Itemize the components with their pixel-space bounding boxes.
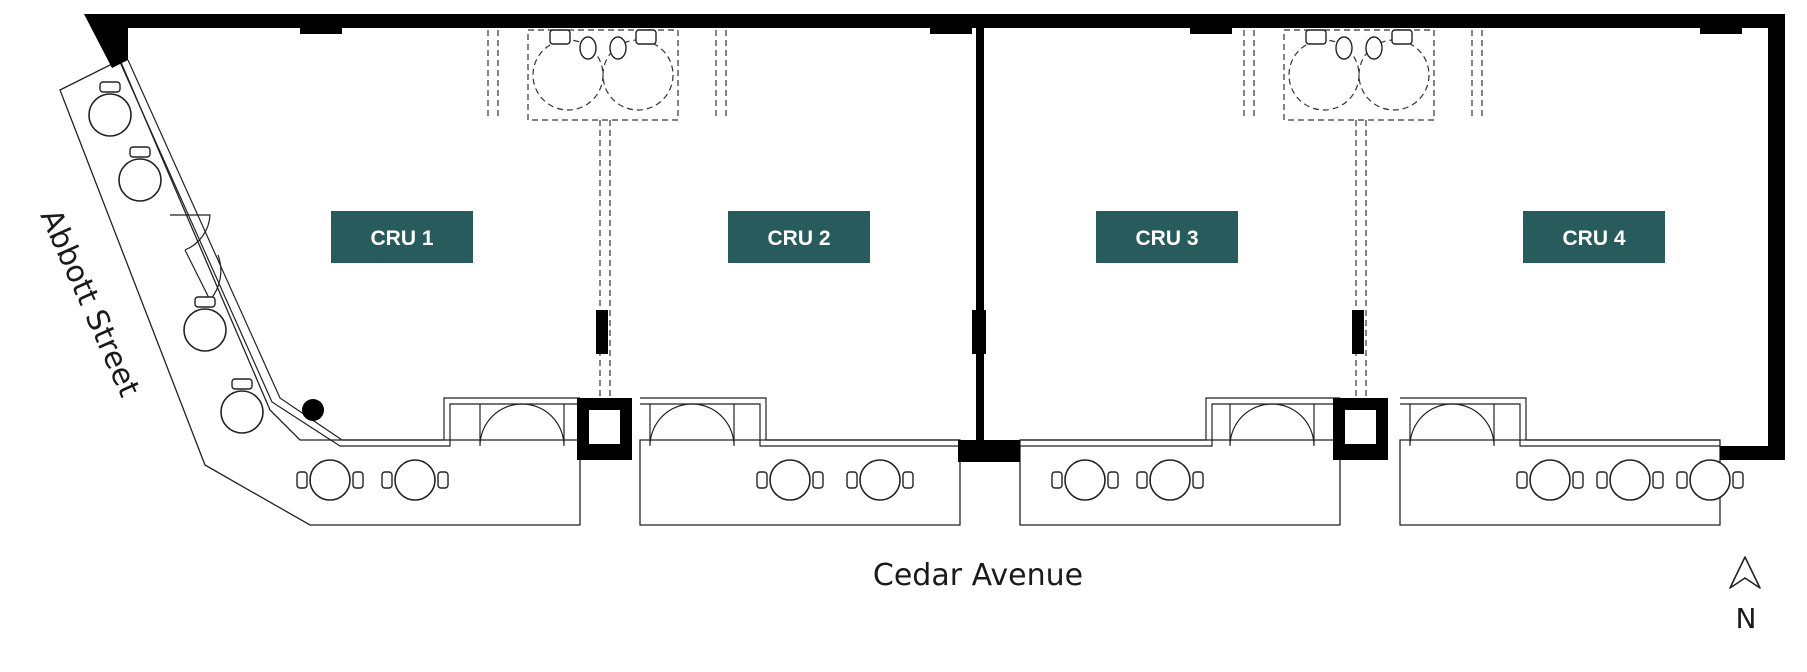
- north-arrow-icon: [1729, 556, 1761, 589]
- patio-abbott: [59, 59, 581, 526]
- north-arrow: N: [1729, 556, 1761, 635]
- walls: [84, 14, 1785, 462]
- unit-cru-2[interactable]: CRU 2: [728, 211, 870, 263]
- unit-label-bg: [1523, 211, 1665, 263]
- unit-label: CRU 4: [1562, 227, 1625, 250]
- patio-cru3: [1019, 439, 1341, 526]
- column-marker: [302, 399, 324, 421]
- unit-label-bg: [331, 211, 473, 263]
- north-label: N: [1736, 602, 1757, 635]
- demising-wall-2-3: [976, 28, 984, 440]
- entry-doors: [170, 214, 1495, 447]
- unit-label-bg: [1096, 211, 1238, 263]
- unit-label: CRU 1: [370, 227, 433, 250]
- street-label-abbott: Abbott Street: [33, 204, 147, 402]
- street-label-cedar: Cedar Avenue: [873, 558, 1083, 593]
- unit-cru-3[interactable]: CRU 3: [1096, 211, 1238, 263]
- unit-label: CRU 2: [767, 227, 830, 250]
- patio-outlines: [59, 59, 1721, 526]
- unit-label: CRU 3: [1135, 227, 1198, 250]
- unit-cru-4[interactable]: CRU 4: [1523, 211, 1665, 263]
- unit-label-bg: [728, 211, 870, 263]
- unit-cru-1[interactable]: CRU 1: [331, 211, 473, 263]
